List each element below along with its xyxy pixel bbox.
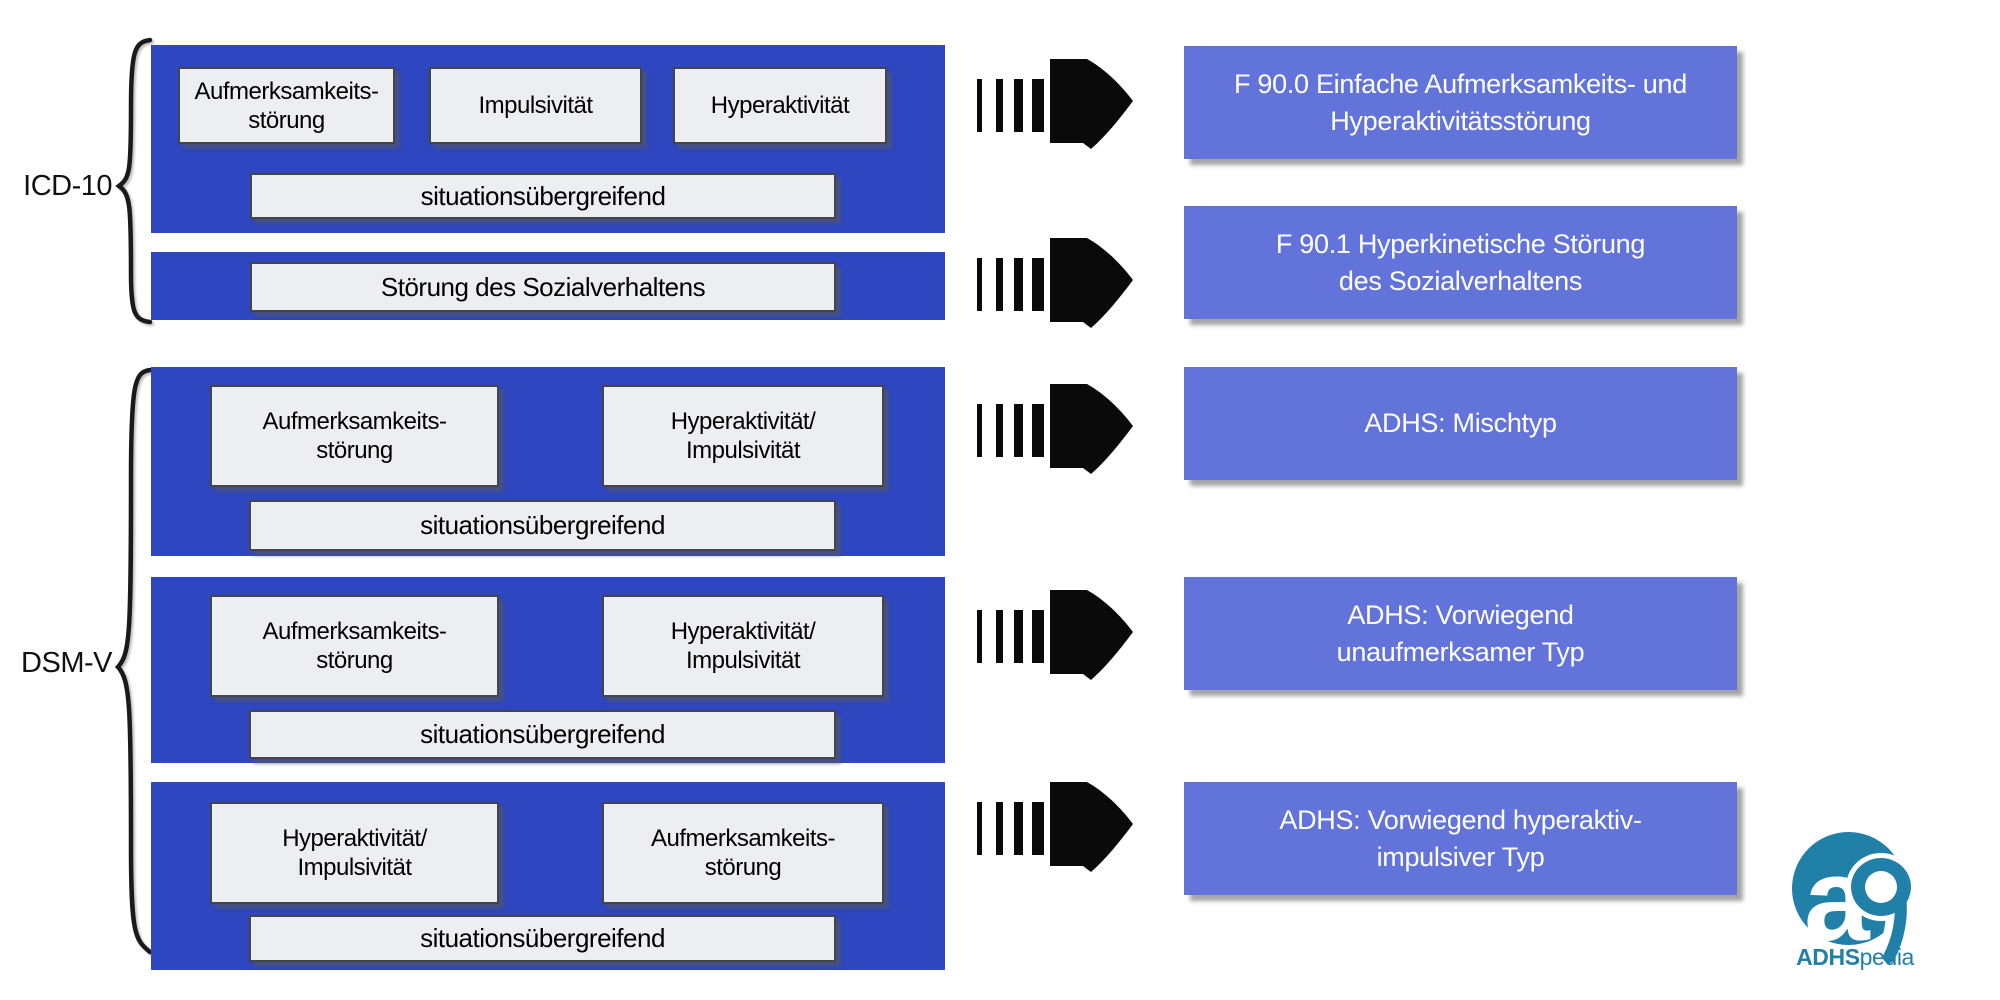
criterion-box: Aufmerksamkeits- störung bbox=[210, 385, 499, 487]
dsm-v-label: DSM-V bbox=[21, 647, 112, 679]
criterion-box: Impulsivität bbox=[429, 67, 642, 144]
icd-10-label: ICD-10 bbox=[23, 170, 112, 202]
mapping-arrow-icon bbox=[977, 782, 1134, 874]
diagnosis-box: F 90.0 Einfache Aufmerksamkeits- und Hyp… bbox=[1184, 46, 1737, 159]
social-conduct-banner: Störung des Sozialverhaltens bbox=[250, 262, 836, 312]
diagnosis-box: ADHS: Vorwiegend unaufmerksamer Typ bbox=[1184, 577, 1737, 690]
adhspedia-logo: a bbox=[1792, 832, 1916, 967]
diagnosis-box: ADHS: Mischtyp bbox=[1184, 367, 1737, 480]
diagnosis-box: ADHS: Vorwiegend hyperaktiv- impulsiver … bbox=[1184, 782, 1737, 895]
situation-banner: situationsübergreifend bbox=[250, 173, 836, 219]
adhspedia-wordmark: ADHSpedia bbox=[1780, 944, 1930, 971]
dsm-panel-1: Aufmerksamkeits- störung Hyperaktivität/… bbox=[151, 367, 945, 556]
criterion-box: Aufmerksamkeits- störung bbox=[210, 595, 499, 697]
criterion-box: Aufmerksamkeits- störung bbox=[178, 67, 395, 144]
mapping-arrow-icon bbox=[977, 59, 1134, 151]
criterion-box: Hyperaktivität bbox=[673, 67, 887, 144]
criterion-box: Hyperaktivität/ Impulsivität bbox=[602, 595, 884, 697]
mapping-arrow-icon bbox=[977, 590, 1134, 682]
situation-banner: situationsübergreifend bbox=[249, 915, 836, 962]
mapping-arrow-icon bbox=[977, 238, 1134, 330]
criterion-box: Hyperaktivität/ Impulsivität bbox=[210, 802, 499, 904]
dsm-panel-2: Aufmerksamkeits- störung Hyperaktivität/… bbox=[151, 577, 945, 763]
icd-panel-1: Aufmerksamkeits- störung Impulsivität Hy… bbox=[151, 45, 945, 233]
icd-panel-2: Störung des Sozialverhaltens bbox=[151, 252, 945, 320]
dsm-bracket bbox=[114, 367, 153, 955]
wordmark-light: pedia bbox=[1859, 944, 1915, 970]
situation-banner: situationsübergreifend bbox=[249, 500, 836, 551]
situation-banner: situationsübergreifend bbox=[249, 710, 836, 759]
wordmark-strong: ADHS bbox=[1796, 944, 1860, 970]
diagnosis-box: F 90.1 Hyperkinetische Störung des Sozia… bbox=[1184, 206, 1737, 319]
icd-bracket bbox=[115, 37, 153, 325]
criterion-box: Hyperaktivität/ Impulsivität bbox=[602, 385, 884, 487]
mapping-arrow-icon bbox=[977, 384, 1134, 476]
criterion-box: Aufmerksamkeits- störung bbox=[602, 802, 884, 904]
dsm-panel-3: Hyperaktivität/ Impulsivität Aufmerksamk… bbox=[151, 782, 945, 970]
